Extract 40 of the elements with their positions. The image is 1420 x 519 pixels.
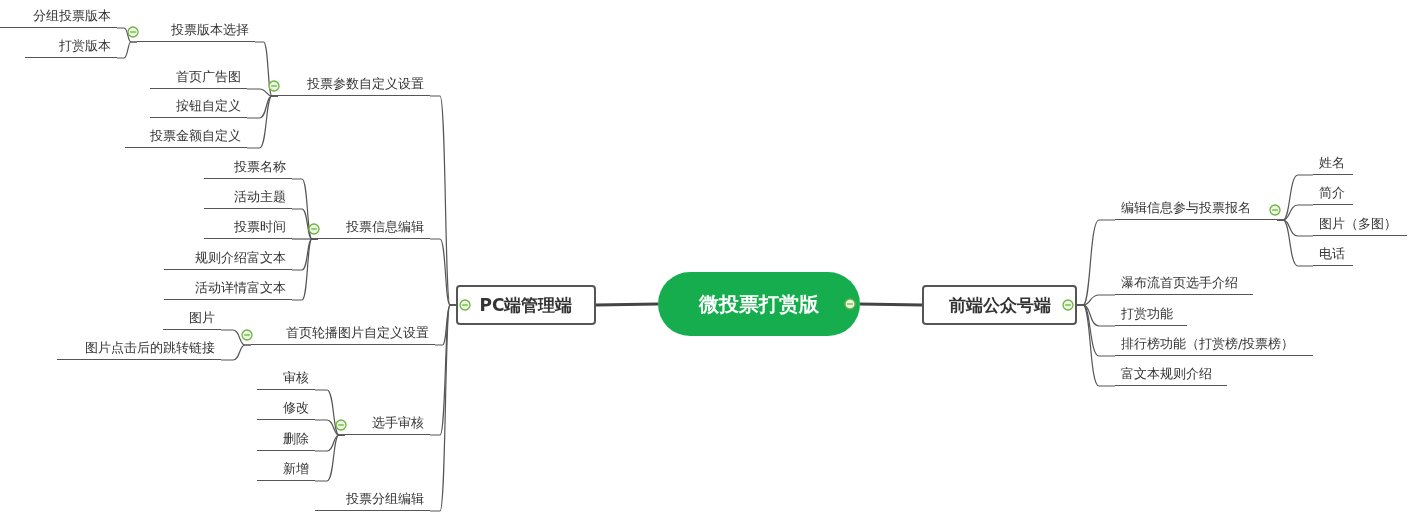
subtopic-label: 首页轮播图片自定义设置: [251, 323, 435, 345]
subtopic-label: 瀑布流首页选手介绍: [1115, 273, 1253, 295]
subtopic-label: 富文本规则介绍: [1115, 364, 1227, 386]
connector-line: [1276, 219, 1314, 267]
subtopic-label: 投票参数自定义设置: [278, 74, 430, 96]
subtopic-label: 活动主题: [204, 187, 292, 209]
subtopic-label: 删除: [257, 429, 315, 451]
subtopic-label: 新增: [257, 459, 315, 481]
main-topic-box: 前端公众号端: [922, 285, 1077, 325]
subtopic-label: 投票名称: [204, 157, 292, 179]
subtopic-label: 修改: [257, 398, 315, 420]
subtopic-label: 打赏功能: [1115, 304, 1187, 326]
subtopic-label: 图片点击后的跳转链接: [57, 338, 221, 360]
subtopic-label: 按钮自定义: [150, 96, 247, 118]
subtopic-label: 首页广告图: [150, 67, 247, 89]
connector-line: [429, 304, 457, 512]
subtopic-label: 简介: [1313, 183, 1353, 205]
connector-line: [1076, 304, 1116, 387]
subtopic-label: 电话: [1313, 244, 1353, 266]
subtopic-label: 审核: [257, 368, 315, 390]
subtopic-label: 活动详情富文本: [164, 278, 292, 300]
connector-line: [314, 434, 346, 482]
subtopic-label: 分组投票版本: [0, 6, 117, 28]
connector-line: [859, 302, 923, 307]
subtopic-label: 投票分组编辑: [315, 489, 430, 511]
subtopic-label: 图片（多图）: [1313, 214, 1407, 236]
subtopic-label: 投票金额自定义: [125, 126, 247, 148]
connector-line: [291, 238, 319, 301]
connector-line: [246, 95, 279, 149]
subtopic-label: 规则介绍富文本: [164, 248, 292, 270]
connector-line: [595, 302, 659, 307]
central-topic: 微投票打赏版: [658, 272, 860, 336]
subtopic-label: 排行榜功能（打赏榜/投票榜）: [1115, 334, 1313, 356]
subtopic-label: 姓名: [1313, 153, 1353, 175]
subtopic-label: 打赏版本: [25, 36, 117, 58]
subtopic-label: 投票时间: [204, 217, 292, 239]
main-topic-box: PC端管理端: [456, 285, 596, 325]
connector-line: [220, 344, 252, 361]
connector-line: [116, 41, 138, 59]
subtopic-label: 图片: [163, 308, 221, 330]
